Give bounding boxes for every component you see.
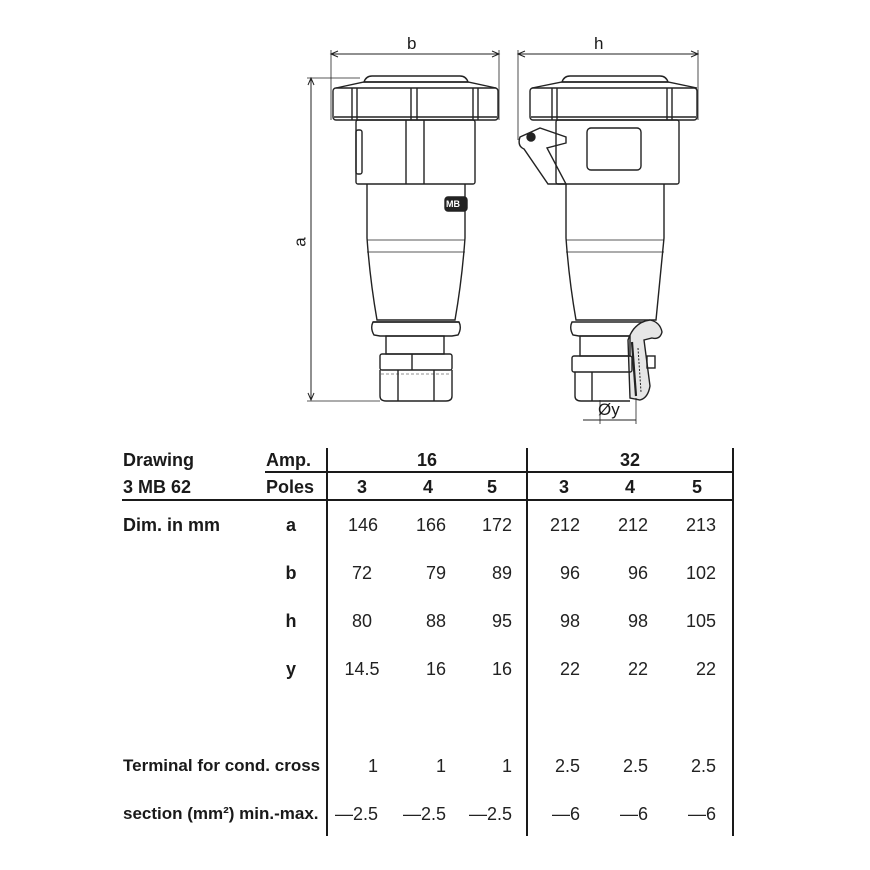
table-cell: 16 [491,659,512,679]
table-cell: 88 [425,611,446,631]
table-cell: 102 [685,563,716,583]
table-cell: 96 [559,563,580,583]
table-cell: 212 [549,515,580,535]
terminal-min-cell: 1 [435,756,446,776]
row-key-b: b [285,563,297,583]
table-cell: 95 [491,611,512,631]
terminal-max-cell: —2.5 [468,804,512,824]
terminal-max-cell: —6 [619,804,648,824]
table-cell: 79 [425,563,446,583]
table-cell: 98 [627,611,648,631]
terminal-max-cell: —2.5 [402,804,446,824]
table-rule-amp [265,471,734,473]
logo-badge-text: MB [446,199,460,209]
terminal-min-cell: 2.5 [690,756,716,776]
terminal-min-cell: 1 [367,756,378,776]
dim-label-h: h [594,34,604,53]
table-cell: 14.5 [344,659,380,679]
drawing-code: 3 MB 62 [123,477,192,497]
table-rule-header [122,499,734,501]
table-cell: 89 [491,563,512,583]
table-cell: 22 [559,659,580,679]
table-cell: 80 [351,611,373,631]
poles-header: 3 [356,477,367,497]
table-divider-middle [526,448,528,836]
poles-label: Poles [266,477,315,497]
dim-label-cable-diameter: Øy [598,400,620,419]
table-divider-left [326,448,328,836]
table-cell: 22 [627,659,648,679]
poles-header: 5 [486,477,497,497]
terminal-min-cell: 2.5 [622,756,648,776]
table-cell: 172 [481,515,512,535]
terminal-min-cell: 2.5 [554,756,580,776]
side-view [516,50,700,424]
dim-label-b: b [407,34,417,53]
table-cell: 105 [685,611,716,631]
table-cell: 98 [559,611,580,631]
terminal-max-cell: —6 [551,804,580,824]
table-cell: 16 [425,659,446,679]
table-cell: 22 [695,659,716,679]
row-key-y: y [285,659,296,679]
table-cell: 96 [627,563,648,583]
table-cell: 212 [617,515,648,535]
drawing-label: Drawing [123,450,195,470]
section-label: Dim. in mm [123,515,221,535]
table-cell: 146 [347,515,378,535]
amp-group-16: 16 [416,450,438,470]
amp-label: Amp. [266,450,311,470]
terminal-label-line1: Terminal for cond. cross [123,756,321,775]
terminal-label-line2: section (mm²) min.-max. [123,804,319,823]
amp-group-32: 32 [619,450,641,470]
front-view [307,50,501,402]
row-key-h: h [285,611,297,631]
table-cell: 213 [685,515,716,535]
row-key-a: a [285,515,296,535]
dim-label-a: a [290,237,310,247]
poles-header: 5 [691,477,702,497]
terminal-max-cell: —6 [687,804,716,824]
technical-drawing [307,50,700,424]
table-cell: 166 [415,515,446,535]
terminal-max-cell: —2.5 [334,804,378,824]
table-cell: 72 [351,563,373,583]
table-divider-right [732,448,734,836]
poles-header: 4 [624,477,635,497]
poles-header: 3 [558,477,569,497]
poles-header: 4 [422,477,433,497]
terminal-min-cell: 1 [501,756,512,776]
